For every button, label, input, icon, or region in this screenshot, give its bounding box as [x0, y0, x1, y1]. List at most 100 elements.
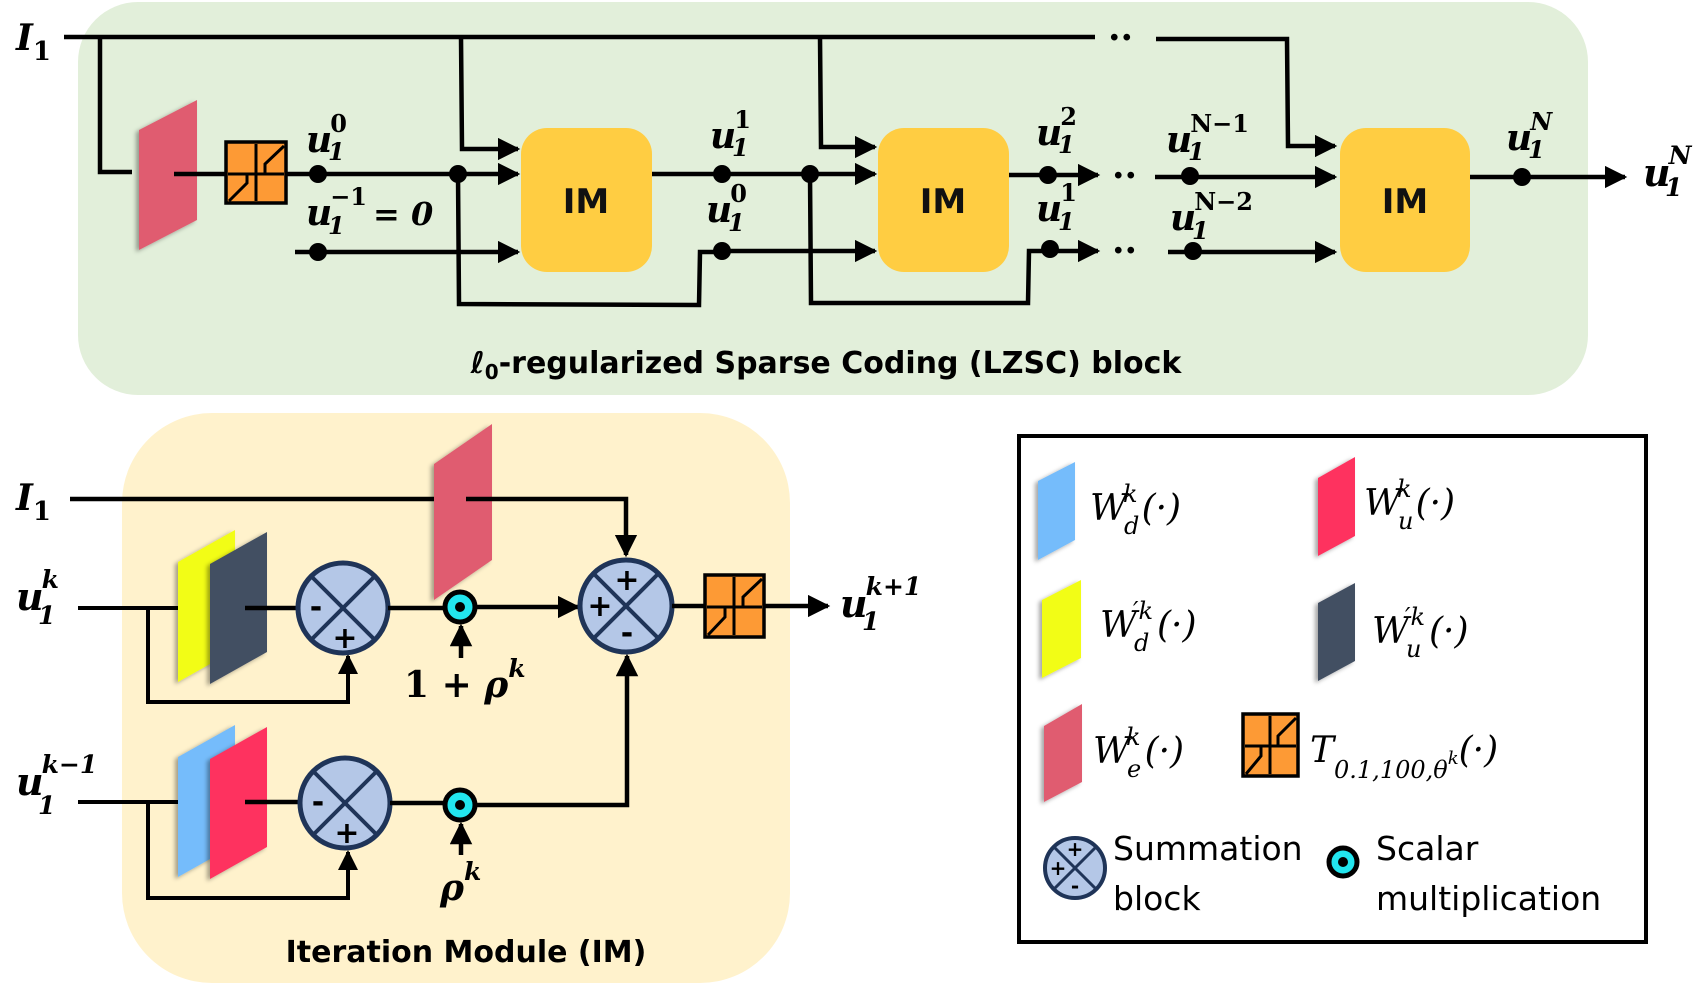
ellipsis-top: ·· [1112, 155, 1137, 197]
label-uN-top-sub: 1 [1528, 135, 1545, 164]
node-uN [1513, 168, 1531, 186]
svg-text:e: e [1127, 755, 1141, 783]
label-u2-top-sub: 1 [1058, 130, 1075, 159]
wu-filter-icon [1318, 457, 1355, 556]
svg-text:IM: IM [1382, 182, 1428, 222]
svg-text:-: - [310, 590, 322, 625]
wup-filter-icon [1318, 583, 1355, 681]
svg-text:Wk(·): Wk(·) [1093, 723, 1184, 772]
label-uNm2-sub: 1 [1192, 216, 1209, 245]
im-scalar1-label: 1 + ρk [404, 654, 526, 706]
wdp-filter-icon [1042, 580, 1081, 678]
summation-legend-icon: + + - [1043, 836, 1107, 900]
im-scalar2-label: ρk [439, 857, 481, 909]
im-output-label: uk+1 [840, 572, 921, 626]
node-u0-top [309, 165, 327, 183]
svg-text:d: d [1124, 512, 1139, 540]
im-input-ukm1-sub: 1 [38, 791, 55, 820]
label-uN-top: uN [1506, 107, 1553, 159]
lzsc-background [78, 2, 1588, 395]
svg-text:u: u [1398, 507, 1413, 535]
legend-item-summation: + + - Summation block [1043, 829, 1303, 918]
im-threshold-icon [703, 573, 766, 639]
label-u1-bottom: u1 [1036, 178, 1077, 230]
label-u2-top: u2 [1036, 102, 1077, 154]
im-title: Iteration Module (IM) [286, 935, 647, 970]
svg-text:W′k(·): W′k(·) [1372, 603, 1469, 652]
label-uNm1-sub: 1 [1188, 137, 1205, 166]
node-u0-bottom [713, 242, 731, 260]
label-uNm1: uN−1 [1166, 109, 1249, 161]
legend-item-threshold: T0.1,100,θk(·) [1241, 712, 1498, 784]
svg-text:u: u [1406, 635, 1421, 663]
im-input-uk-sub: 1 [38, 601, 55, 630]
im-wup-filter-shape [210, 532, 267, 684]
legend-item-wd-prime: W′k(·) d [1042, 580, 1197, 678]
summation-label-line1: Summation [1113, 829, 1303, 868]
node-uNm1 [1181, 167, 1199, 185]
im-sum-block-1: - + [295, 560, 391, 656]
node-u1-top [713, 165, 731, 183]
svg-text:-: - [312, 785, 324, 820]
im-scalar2-to-sum3 [475, 653, 639, 808]
im-input-uk-label: uk [16, 565, 59, 619]
wd-filter-icon [1038, 462, 1075, 560]
im-we-filter-shape [434, 424, 492, 600]
svg-text:Wk(·): Wk(·) [1090, 480, 1181, 529]
svg-text:d: d [1134, 629, 1149, 657]
lzsc-title: ℓ0-regularized Sparse Coding (LZSC) bloc… [470, 346, 1183, 384]
label-uN-output-sub: 1 [1665, 173, 1682, 202]
im-sum-block-3: + + - [577, 557, 675, 655]
label-u0-bottom: u0 [706, 179, 747, 231]
lzsc-input-label: I1 [15, 17, 51, 67]
im-uk-feedback [146, 608, 358, 704]
label-u0-top-sub: 1 [328, 137, 345, 166]
legend-item-scalar: Scalar multiplication [1326, 829, 1601, 918]
im-block-3: IM [1340, 128, 1470, 272]
im-we-to-sum [466, 496, 638, 558]
node-u2-top [1039, 166, 1057, 184]
svg-text:Wk(·): Wk(·) [1364, 475, 1455, 524]
label-u0-bottom-sub: 1 [728, 208, 745, 237]
summation-label-line2: block [1113, 879, 1201, 918]
im-block-1: IM [521, 128, 652, 272]
node-u1-bottom [1041, 240, 1059, 258]
node-uNm2 [1184, 242, 1202, 260]
im-block-2: IM [878, 128, 1009, 272]
im-scalar-mult-2 [442, 787, 478, 823]
lzsc-block: I1 ·· u0 1 u−1= 0 [15, 2, 1693, 395]
scalar-mult-legend-icon [1326, 845, 1360, 879]
label-u1-top-sub: 1 [732, 133, 749, 162]
we-filter-icon [1044, 704, 1082, 802]
svg-text:IM: IM [920, 182, 966, 222]
legend-item-wu-prime: W′k(·) u [1318, 583, 1469, 681]
threshold-icon [224, 140, 288, 205]
im-scalar-mult-1 [442, 589, 478, 625]
we-filter-shape [139, 100, 197, 250]
im-input-ukm1-label: uk−1 [16, 750, 97, 804]
bus-to-im2 [817, 36, 878, 159]
scalar-label-line1: Scalar [1376, 829, 1479, 868]
label-u1-top: u1 [710, 105, 751, 157]
node-uminus1 [309, 243, 327, 261]
svg-text:-: - [621, 616, 633, 651]
threshold-legend-icon [1241, 712, 1300, 778]
bus-ellipsis: ·· [1108, 17, 1133, 59]
legend: Wk(·) d Wk(·) u W′k(·) d W′k(·) u [1017, 434, 1648, 944]
svg-text:-: - [1071, 874, 1079, 898]
bus-to-im1 [458, 36, 521, 161]
svg-text:+: + [614, 563, 639, 598]
im-output-sub: 1 [862, 607, 879, 636]
label-uNm2: uN−2 [1170, 187, 1253, 239]
svg-text:W′k(·): W′k(·) [1100, 597, 1197, 646]
label-u0-top: u0 [306, 109, 347, 161]
legend-item-wd: Wk(·) d [1038, 462, 1181, 560]
svg-text:+: + [1067, 837, 1084, 861]
label-u1-bottom-sub: 1 [1058, 207, 1075, 236]
svg-text:+: + [1050, 856, 1067, 880]
svg-text:+: + [587, 589, 612, 624]
svg-text:T0.1,100,θk(·): T0.1,100,θk(·) [1310, 730, 1498, 784]
input-bus-line-tail [1156, 36, 1338, 158]
label-uminus1-sub: 1 [328, 211, 345, 240]
